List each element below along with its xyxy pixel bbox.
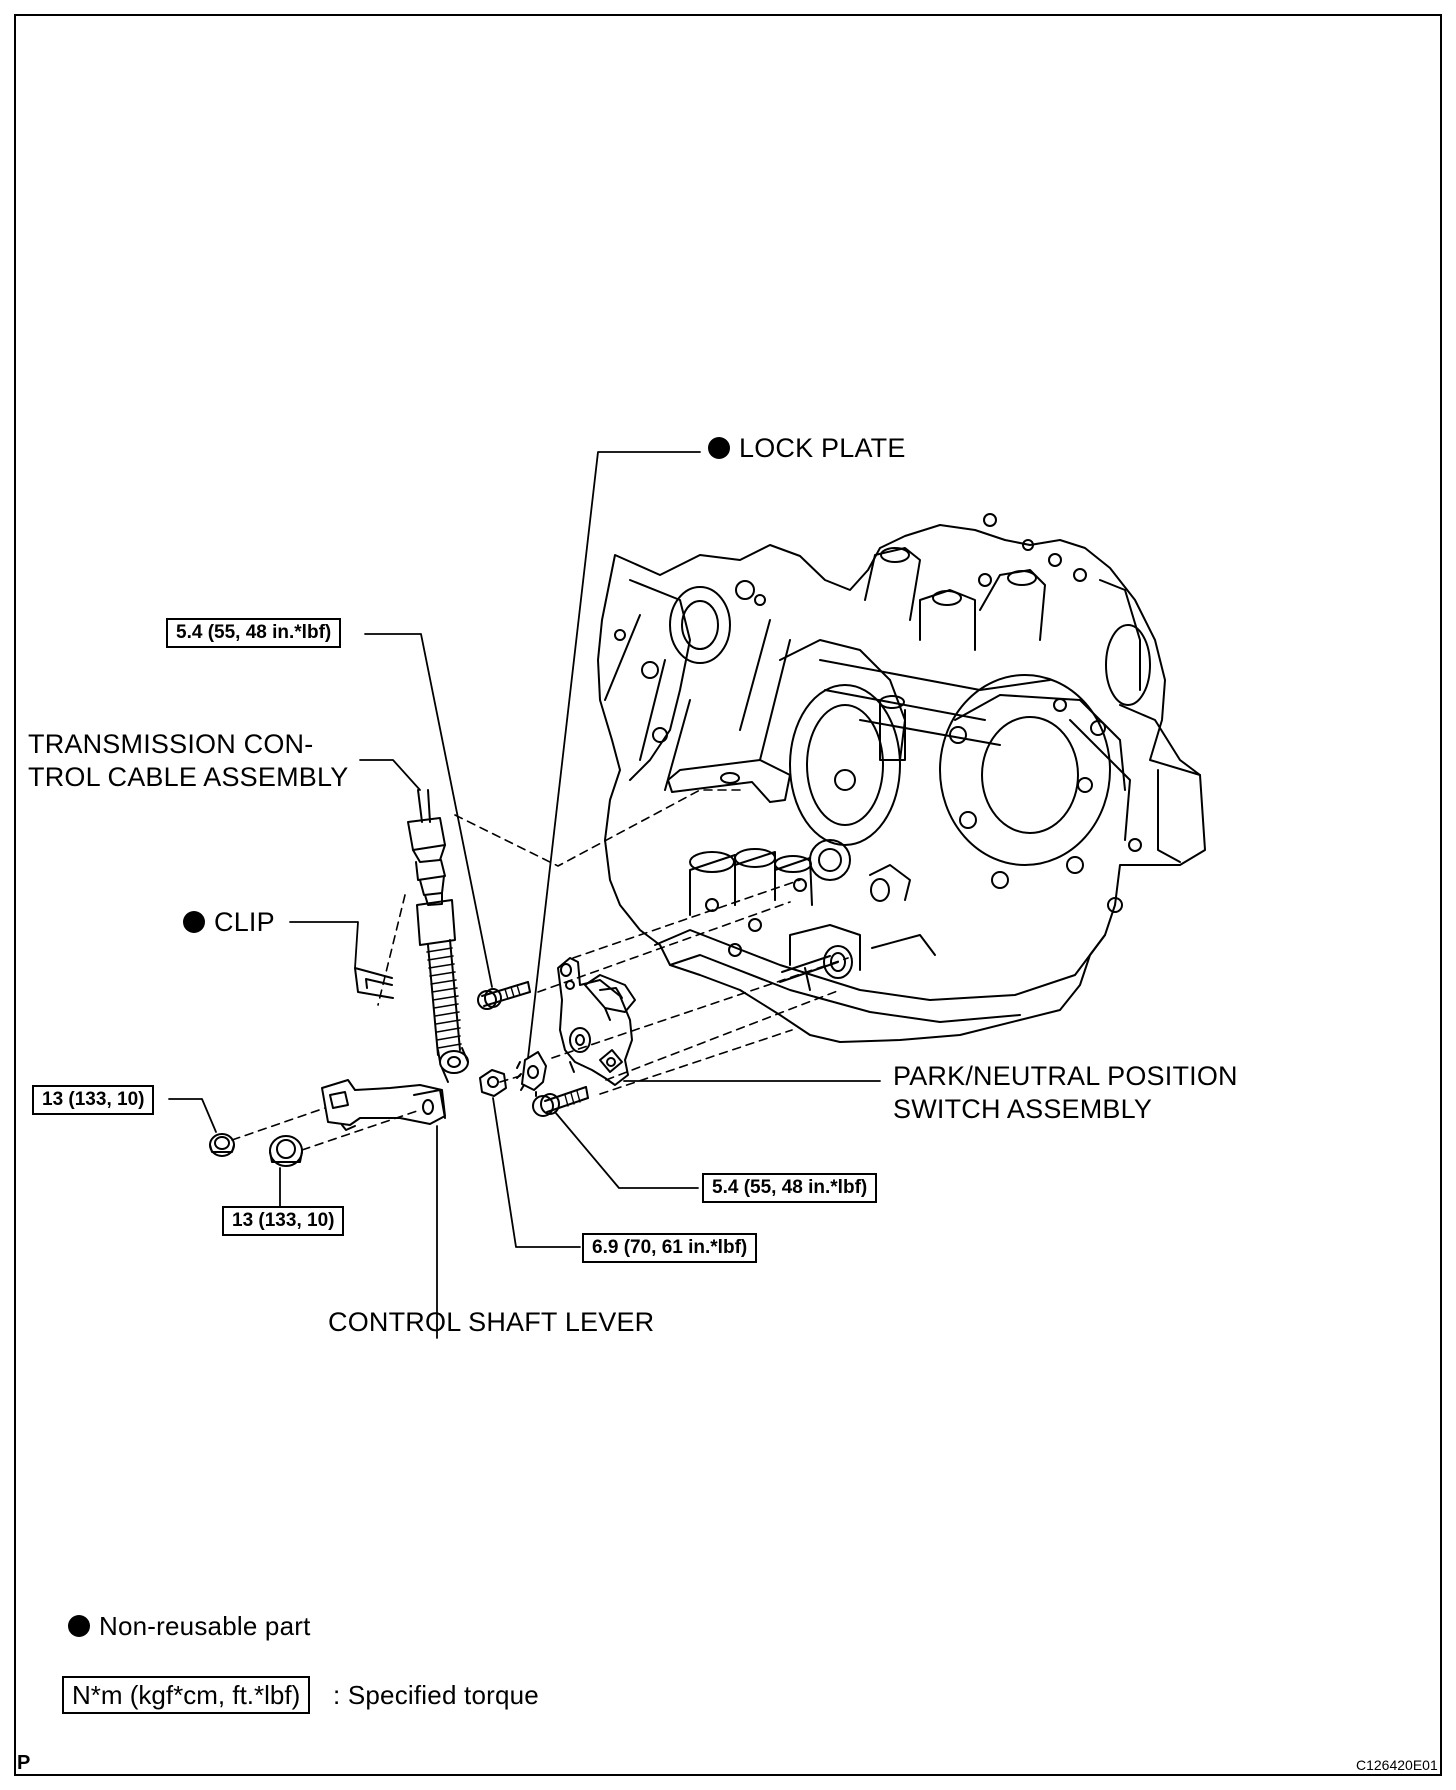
legend-non-reusable: Non-reusable part	[68, 1610, 311, 1643]
cable-label-line1: TRANSMISSION CON-	[28, 729, 314, 759]
shaft-nut-part	[479, 1069, 507, 1097]
torque-callout-switch-bolt: 5.4 (55, 48 in.*lbf)	[702, 1173, 878, 1203]
transaxle-case	[597, 513, 1206, 1043]
figure-id: C126420E01	[1356, 1757, 1438, 1773]
torque-callout-shaft-nut: 6.9 (70, 61 in.*lbf)	[582, 1233, 758, 1263]
torque-callout-cable-nut: 13 (133, 10)	[32, 1085, 155, 1115]
cable-nut-part	[209, 1133, 235, 1157]
legend-non-reusable-text: Non-reusable part	[99, 1611, 311, 1641]
lever-nut-part	[269, 1135, 303, 1167]
bracket-bolt-part	[477, 981, 531, 1010]
figure-frame	[14, 14, 1442, 1776]
corner-mark: P	[17, 1752, 31, 1774]
non-reusable-dot-icon	[68, 1615, 90, 1637]
switch-label-line2: SWITCH ASSEMBLY	[893, 1094, 1153, 1124]
legend-torque-desc: : Specified torque	[333, 1680, 539, 1710]
clip-part	[354, 967, 394, 999]
control-shaft-lever-label: CONTROL SHAFT LEVER	[328, 1307, 655, 1337]
control-shaft-lever-part	[321, 1079, 446, 1131]
torque-callout-lever-nut: 13 (133, 10)	[222, 1206, 345, 1236]
control-cable	[407, 789, 469, 1083]
park-neutral-switch-part	[557, 957, 636, 1086]
torque-callout-bracket-bolt: 5.4 (55, 48 in.*lbf)	[166, 618, 342, 648]
lock-plate-part	[516, 1051, 547, 1097]
leader-lines	[168, 451, 881, 1339]
assembly-guide-lines	[231, 789, 849, 1151]
clip-text: CLIP	[214, 907, 275, 937]
lock-plate-label: LOCK PLATE	[708, 432, 906, 465]
non-reusable-dot-icon	[183, 911, 205, 933]
cable-assembly-label: TRANSMISSION CON- TROL CABLE ASSEMBLY	[28, 728, 348, 794]
non-reusable-dot-icon	[708, 437, 730, 459]
switch-label-line1: PARK/NEUTRAL POSITION	[893, 1061, 1238, 1091]
switch-assembly-label: PARK/NEUTRAL POSITION SWITCH ASSEMBLY	[893, 1060, 1238, 1126]
legend-torque-box: N*m (kgf*cm, ft.*lbf)	[62, 1676, 311, 1714]
lock-plate-text: LOCK PLATE	[739, 433, 906, 463]
cable-label-line2: TROL CABLE ASSEMBLY	[28, 762, 349, 792]
clip-label: CLIP	[183, 906, 275, 939]
switch-bolt-part	[532, 1086, 589, 1117]
